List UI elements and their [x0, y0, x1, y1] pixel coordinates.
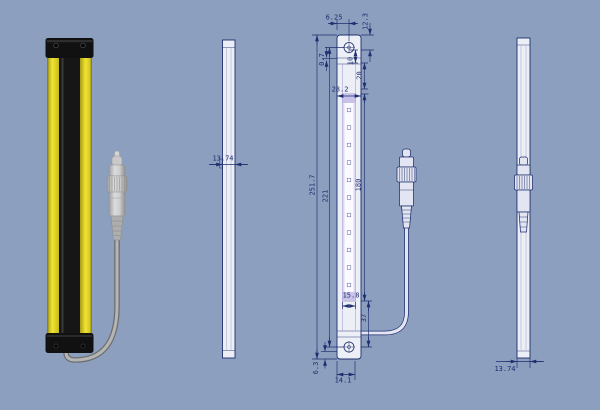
dim-overall-width-text: 28.2 [332, 86, 349, 94]
side-left-profile [222, 39, 236, 359]
dim-top-hole-offset-text: 6.25 [326, 14, 343, 22]
dim-mount-spacing-text: 221 [322, 190, 330, 203]
dim-overall-length-text: 251.7 [309, 174, 317, 195]
dim-window-width-text: 15.8 [343, 292, 360, 300]
side-left-dimension: 13.74 [209, 155, 248, 167]
dim-active-length-text: 180 [355, 179, 363, 192]
dim-lower-section-text: 37 [360, 314, 368, 322]
dim-bottom-edge-text: 6.3 [312, 362, 320, 375]
center-black-strip [59, 52, 80, 338]
yellow-strip-left [47, 52, 59, 338]
top-cap [45, 38, 94, 58]
dim-hole-inset-text: 10 [347, 57, 355, 65]
front-view: 6.25 12.3 0.7 10 20 28.2 251.7 221 180 1… [309, 13, 417, 385]
mounting-holes [343, 41, 355, 353]
render-connector [106, 150, 128, 241]
product-render-view [45, 38, 128, 363]
top-cap-screw-right [80, 42, 86, 49]
side-right-dimension: 13.74 [494, 358, 544, 373]
bottom-cap [45, 333, 94, 353]
side-profile-left-view: 13.74 [209, 39, 248, 359]
front-connector-drawing [361, 148, 417, 336]
side-profile-right-view: 13.74 [494, 37, 544, 373]
dim-cap-section-text: 20 [356, 71, 364, 79]
front-dimension-lines [312, 19, 374, 380]
led-emitters [346, 107, 352, 288]
side-right-connector-profile [514, 156, 533, 233]
yellow-strip-right [80, 52, 92, 338]
dim-edge-gap-text: 0.7 [318, 53, 326, 66]
dim-top-cap-text: 12.3 [362, 13, 370, 30]
side-right-width-dim-text: 13.74 [494, 365, 515, 373]
top-cap-screw-left [53, 42, 59, 49]
dim-bottom-hole-offset-text: 14.1 [335, 377, 352, 385]
side-left-width-dim-text: 13.74 [212, 155, 233, 163]
